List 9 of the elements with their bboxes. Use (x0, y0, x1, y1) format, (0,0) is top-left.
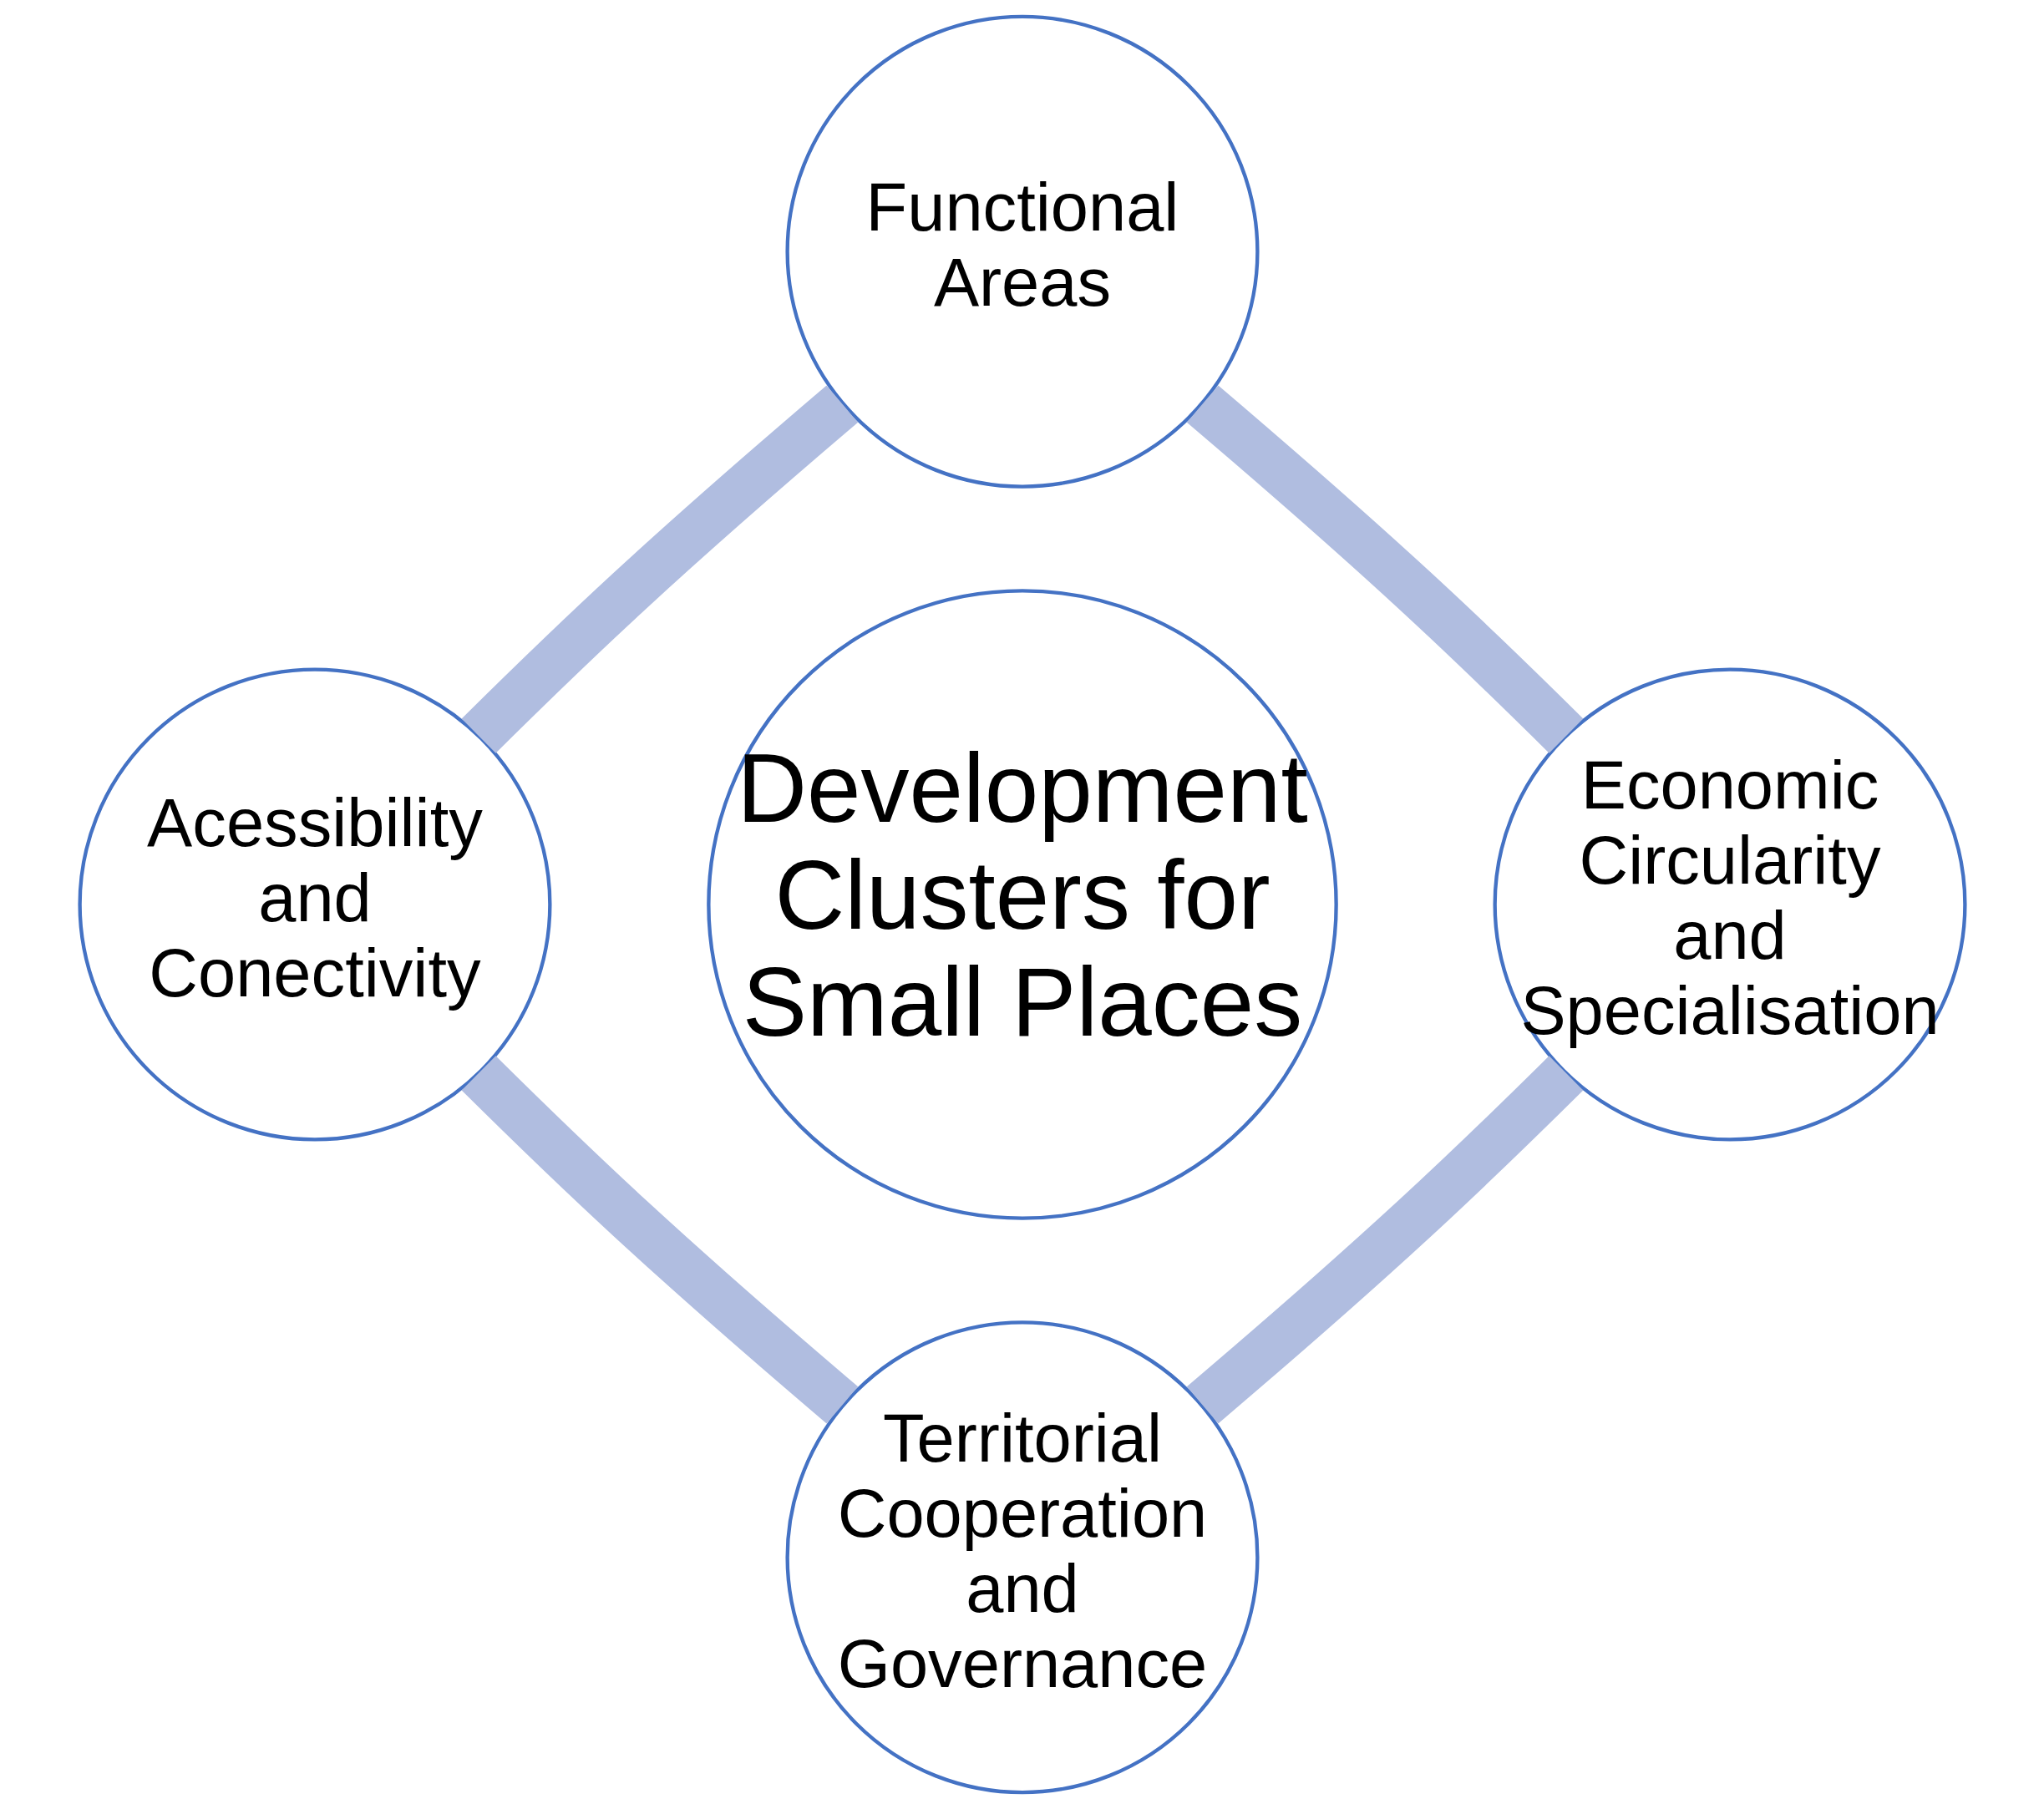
connector (1186, 385, 1583, 753)
node-circle: Economic Circularity and Specialisation (1492, 667, 1967, 1142)
connector (461, 385, 858, 753)
node-circle: Functional Areas (784, 14, 1260, 489)
node-circle: Territorial Cooperation and Governance (784, 1320, 1260, 1795)
connector (461, 1056, 858, 1424)
connector (1186, 1056, 1583, 1424)
node-circle: Development Clusters for Small Places (706, 589, 1338, 1220)
node-circle: Acessibility and Conectivity (77, 667, 552, 1142)
